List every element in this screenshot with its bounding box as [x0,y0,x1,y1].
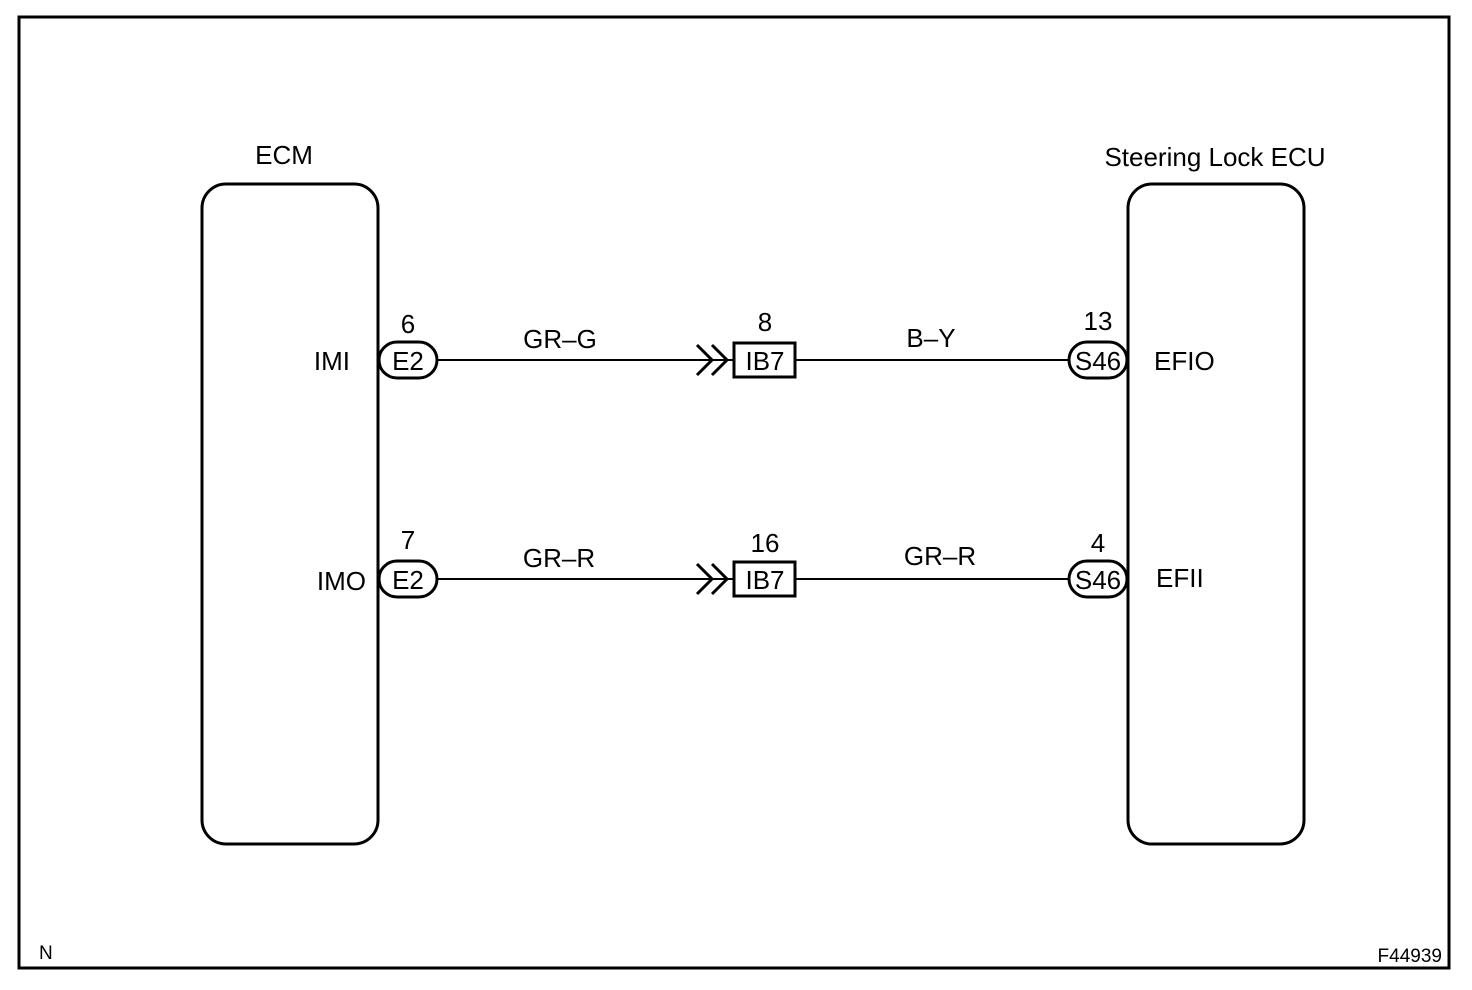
steering-terminal-efii: EFII [1156,563,1204,593]
junction-top-chevron-1 [695,343,715,377]
figure-code: F44939 [1378,946,1442,967]
diagram-frame [17,15,1451,970]
junction-pin-8: 8 [758,307,772,337]
wire-bottom-right-color: GR–R [904,541,976,571]
connector-s46-bottom-label: S46 [1075,565,1121,595]
wire-top-right-color: B–Y [906,323,955,353]
ecm-pin-7: 7 [401,525,415,555]
ecm-terminal-imo: IMO [317,566,366,596]
junction-top-chevron-2 [710,343,730,377]
wire-bottom-left-color: GR–R [523,543,595,573]
ecm-box [200,182,380,846]
steering-pin-13: 13 [1084,306,1113,336]
ecm-title: ECM [255,140,313,170]
connector-ib7-bottom-label: IB7 [745,565,784,595]
connector-s46-top-label: S46 [1075,346,1121,376]
steering-pin-4: 4 [1091,528,1105,558]
connector-s46-top [1067,340,1129,380]
junction-pin-16: 16 [751,528,780,558]
connector-ib7-top-label: IB7 [745,346,784,376]
junction-bottom-chevron-2 [710,562,730,596]
corner-label-left: N [39,943,53,964]
steering-lock-ecu-title: Steering Lock ECU [1104,142,1325,172]
connector-e2-top-label: E2 [392,346,424,376]
steering-lock-ecu-box [1126,182,1306,846]
junction-bottom-chevron-1 [695,562,715,596]
connector-s46-bottom [1067,559,1129,599]
ecm-pin-6: 6 [401,309,415,339]
ecm-terminal-imi: IMI [314,346,350,376]
steering-terminal-efio: EFIO [1154,346,1215,376]
wire-top-left-color: GR–G [523,324,597,354]
connector-e2-bottom-label: E2 [392,565,424,595]
